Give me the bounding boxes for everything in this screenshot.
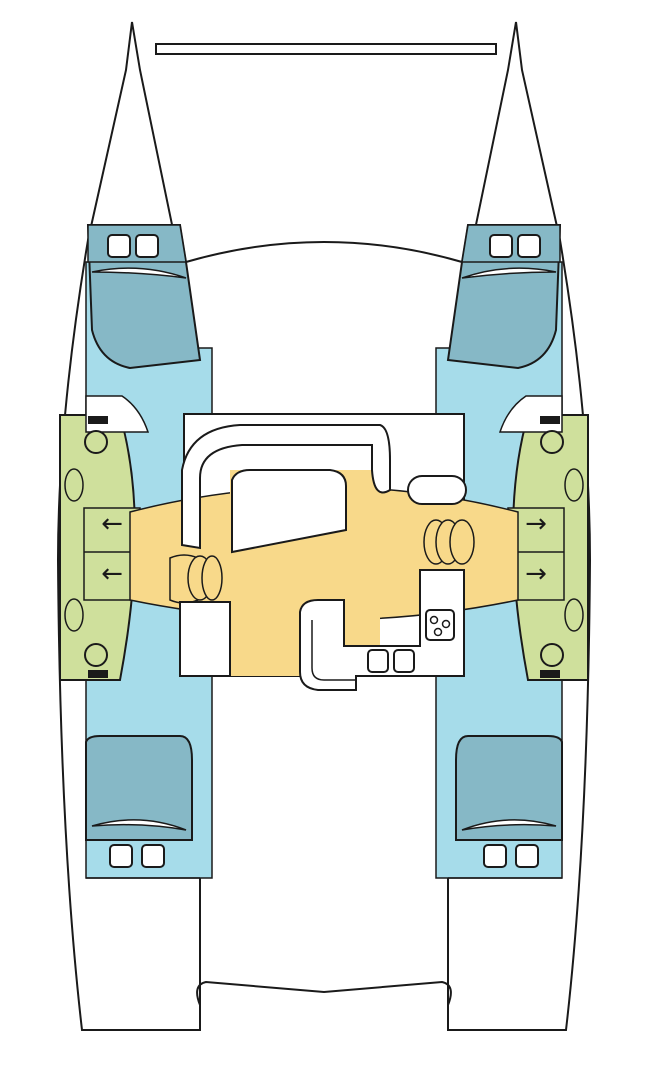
starboard-head-arrow-2: → xyxy=(525,559,547,589)
galley-sink-1 xyxy=(367,649,389,673)
port-head-arrow-1: ← xyxy=(101,509,123,539)
port-head-toilet-fwd xyxy=(84,430,108,454)
starboard-aft-pillow-1 xyxy=(483,844,507,868)
port-aft-cabin xyxy=(85,735,193,868)
port-forward-pillow-1 xyxy=(107,234,131,258)
starboard-head-arrow-1: → xyxy=(525,509,547,539)
starboard-head-toilet-aft xyxy=(540,643,564,667)
port-aft-pillow-1 xyxy=(109,844,133,868)
starboard-forward-pillow-1 xyxy=(489,234,513,258)
starboard-head: → → xyxy=(498,395,589,681)
port-aft-pillow-2 xyxy=(141,844,165,868)
saloon-settee xyxy=(181,424,391,550)
forward-crossbeam xyxy=(155,43,497,55)
saloon-pouf xyxy=(407,475,467,505)
port-steps xyxy=(169,554,223,604)
galley-sink-2 xyxy=(393,649,415,673)
port-forward-cabin xyxy=(86,224,202,370)
starboard-aft-pillow-2 xyxy=(515,844,539,868)
port-head: ← ← xyxy=(59,395,150,681)
starboard-forward-pillow-2 xyxy=(517,234,541,258)
nav-station xyxy=(179,601,231,677)
starboard-steps xyxy=(423,519,475,565)
starboard-forward-cabin xyxy=(446,224,562,370)
saloon-table xyxy=(231,469,347,554)
galley-stove xyxy=(425,609,455,641)
port-forward-pillow-2 xyxy=(135,234,159,258)
starboard-aft-cabin xyxy=(455,735,563,868)
starboard-head-toilet-fwd xyxy=(540,430,564,454)
aft-cockpit-edge xyxy=(196,980,452,1006)
galley-counter xyxy=(299,569,465,691)
port-head-arrow-2: ← xyxy=(101,559,123,589)
port-head-toilet-aft xyxy=(84,643,108,667)
bridgedeck-arc xyxy=(185,241,463,263)
